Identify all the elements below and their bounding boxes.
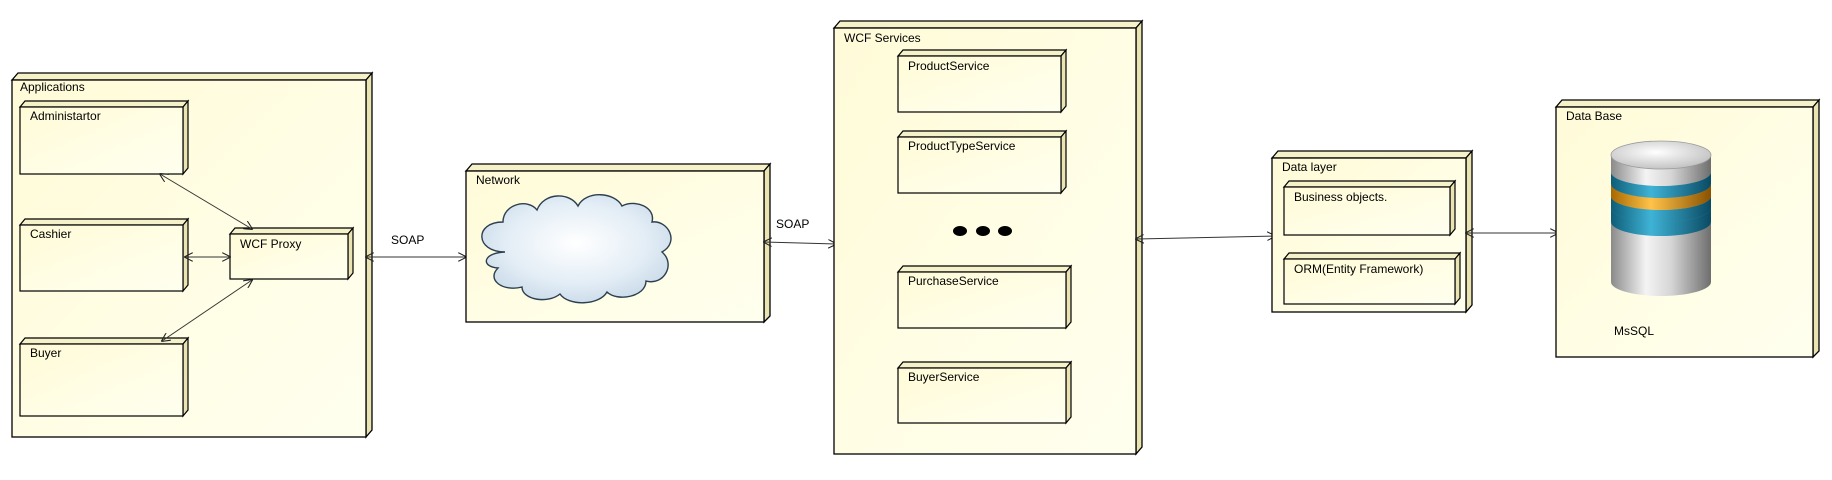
business-objects-node: Business objects. [1282, 179, 1457, 237]
service-label: PurchaseService [908, 274, 999, 288]
wcf-services-title: WCF Services [844, 31, 921, 45]
service-buyer-node: BuyerService [896, 360, 1073, 425]
data-layer-title: Data layer [1282, 160, 1337, 174]
app-buyer-node: Buyer [18, 336, 190, 418]
database-label: MsSQL [1614, 324, 1654, 338]
wcf-proxy-label: WCF Proxy [240, 237, 301, 251]
soap-label-right: SOAP [776, 217, 809, 231]
app-item-label: Cashier [30, 227, 71, 241]
app-item-label: Buyer [30, 346, 61, 360]
database-cylinder-icon [1610, 140, 1712, 296]
app-administrator-node: Administartor [18, 99, 190, 176]
cloud-icon [481, 194, 672, 304]
app-item-label: Administartor [30, 109, 101, 123]
service-label: BuyerService [908, 370, 980, 384]
service-producttype-node: ProductTypeService [896, 129, 1068, 195]
database-title: Data Base [1566, 109, 1622, 123]
service-label: ProductService [908, 59, 990, 73]
connector-wcf-datalayer [1136, 236, 1275, 239]
service-purchase-node: PurchaseService [896, 264, 1073, 330]
network-node: Network [464, 162, 772, 324]
data-layer-item-label: ORM(Entity Framework) [1294, 262, 1423, 276]
network-title: Network [476, 173, 521, 187]
connector-buyer-proxy [162, 280, 252, 341]
orm-node: ORM(Entity Framework) [1282, 251, 1462, 306]
service-label: ProductTypeService [908, 139, 1016, 153]
soap-label-left: SOAP [391, 233, 424, 247]
connector-network-wcf [764, 242, 836, 244]
ellipsis-icon [953, 226, 1012, 236]
app-cashier-node: Cashier [18, 217, 190, 293]
data-layer-item-label: Business objects. [1294, 190, 1387, 204]
connector-admin-proxy [160, 174, 252, 229]
applications-title: Applications [20, 80, 85, 94]
wcf-proxy-node: WCF Proxy [228, 226, 355, 281]
service-product-node: ProductService [896, 48, 1068, 114]
